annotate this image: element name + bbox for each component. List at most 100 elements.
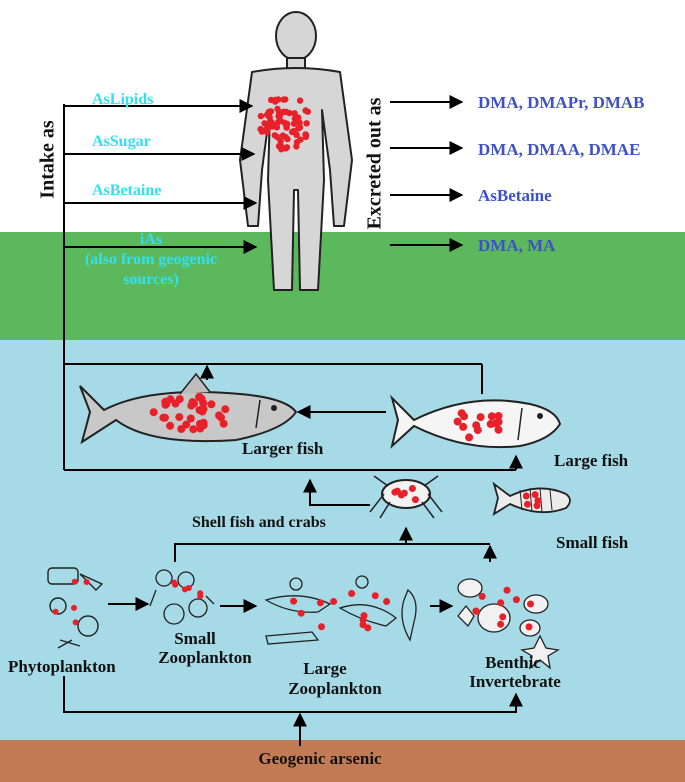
arsenic-dot: [348, 590, 356, 597]
crab-drawing: [369, 475, 443, 519]
small-fish-arsenic-dots: [522, 491, 542, 510]
arsenic-dot: [527, 600, 534, 608]
intake-label-ias-note-1: (also from geogenic: [84, 251, 218, 268]
arsenic-dot: [486, 420, 495, 428]
arsenic-dot: [494, 425, 503, 434]
arsenic-dot: [267, 96, 275, 104]
arsenic-dot: [72, 619, 79, 626]
arsenic-dot: [160, 413, 169, 422]
excretion-label-4: DMA, MA: [478, 236, 556, 255]
arsenic-dot: [186, 414, 195, 423]
label-larger-fish: Larger fish: [242, 439, 324, 458]
arsenic-dot: [487, 412, 496, 421]
arsenic-dot: [497, 599, 505, 607]
land-zone: [0, 232, 685, 340]
arsenic-dot: [316, 599, 324, 607]
arsenic-dot: [297, 609, 305, 617]
arsenic-dot: [281, 119, 288, 126]
arsenic-dot: [221, 405, 230, 414]
arsenic-dot: [371, 592, 379, 600]
body-arsenic-dots: [257, 96, 311, 153]
arsenic-dot: [512, 596, 520, 604]
arsenic-dot: [83, 579, 90, 585]
arsenic-dot: [282, 133, 289, 141]
arsenic-dot: [71, 604, 77, 611]
arsenic-dot: [273, 124, 281, 131]
arsenic-dot: [302, 133, 310, 140]
arsenic-dot: [364, 624, 372, 632]
arsenic-dot: [217, 413, 225, 422]
arsenic-dot: [283, 144, 291, 151]
arsenic-dot: [296, 119, 303, 126]
arsenic-dot: [476, 413, 485, 422]
label-small-fish: Small fish: [556, 533, 629, 552]
arsenic-dot: [265, 108, 272, 116]
arsenic-dot: [290, 597, 298, 605]
arsenic-dot: [291, 110, 298, 117]
arsenic-dot: [499, 613, 507, 621]
sediment-zone: [0, 740, 685, 782]
large-fish-arsenic-dots: [453, 409, 503, 442]
arsenic-dot: [295, 114, 302, 121]
arsenic-dot: [274, 105, 281, 113]
arsenic-dot: [181, 586, 188, 593]
arsenic-dot: [494, 412, 503, 420]
label-small-zooplankton-2: Zooplankton: [158, 648, 252, 667]
arsenic-dot: [264, 121, 271, 128]
arsenic-dot: [162, 400, 171, 409]
arsenic-dot: [534, 497, 542, 505]
arsenic-dot: [472, 421, 481, 430]
arrow-shellfish-to-larger-fish: [303, 478, 370, 506]
label-benthic-1: Benthic: [485, 653, 541, 672]
phyto-to-benthic-line: [63, 676, 523, 713]
arsenic-dot: [189, 425, 198, 434]
arsenic-dot: [275, 96, 282, 103]
label-benthic-2: Invertebrate: [469, 672, 561, 691]
label-phytoplankton: Phytoplankton: [8, 657, 116, 676]
arsenic-dot: [52, 608, 59, 615]
arsenic-dot: [297, 136, 304, 143]
arsenic-dot: [171, 579, 178, 586]
label-large-fish: Large fish: [554, 451, 629, 470]
label-small-zooplankton-1: Small: [174, 629, 216, 648]
arsenic-dot: [359, 616, 367, 624]
arsenic-dot: [288, 128, 296, 136]
arsenic-dot: [266, 114, 273, 121]
arsenic-dot: [198, 407, 207, 416]
arsenic-dot: [175, 413, 184, 422]
large-zooplankton-arsenic-dots: [290, 590, 391, 632]
intake-label-assugar: AsSugar: [92, 133, 151, 150]
arsenic-dot: [453, 417, 462, 426]
arsenic-dot: [195, 419, 204, 428]
arsenic-dot: [166, 421, 175, 430]
arsenic-dot: [503, 586, 511, 594]
label-geogenic-arsenic: Geogenic arsenic: [258, 749, 382, 768]
excretion-label-1: DMA, DMAPr, DMAB: [478, 93, 645, 112]
arsenic-dot: [460, 412, 468, 421]
arsenic-dot: [302, 107, 309, 114]
intake-label-aslipids: AsLipids: [92, 91, 154, 108]
arsenic-dot: [522, 492, 530, 500]
arsenic-dot: [391, 488, 399, 496]
small-zooplankton-drawing: [149, 569, 215, 625]
arsenic-dot: [257, 125, 264, 133]
excretion-title: Excreted out as: [363, 97, 386, 230]
excretion-label-2: DMA, DMAA, DMAE: [478, 140, 641, 159]
arsenic-dot: [219, 419, 228, 428]
zooplankton-to-fish-line: [174, 543, 490, 562]
arsenic-dot: [277, 138, 284, 145]
arsenic-dot: [290, 120, 298, 127]
arsenic-dot: [278, 146, 285, 153]
arsenic-dot: [531, 491, 539, 499]
arsenic-dot: [525, 623, 533, 631]
label-large-zooplankton-2: Zooplankton: [288, 679, 382, 698]
intake-label-asbetaine: AsBetaine: [92, 182, 162, 199]
larger-fish-arsenic-dots: [149, 392, 230, 434]
intake-title: Intake as: [36, 120, 59, 199]
large-zooplankton-drawing: [264, 575, 417, 645]
arsenic-dot: [472, 607, 480, 615]
benthic-arsenic-dots: [472, 586, 534, 631]
arsenic-dot: [497, 620, 505, 628]
arsenic-dot: [318, 623, 325, 631]
